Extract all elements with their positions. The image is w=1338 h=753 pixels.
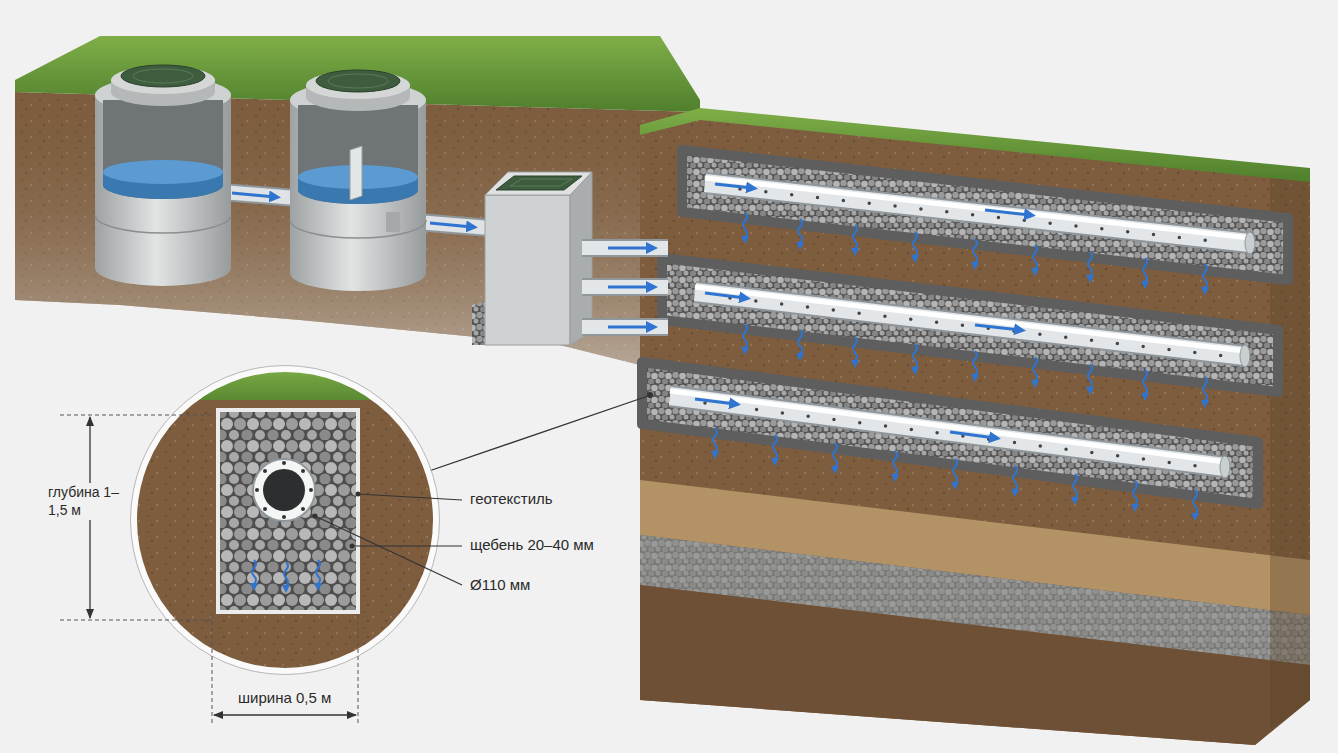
- callout-label: щебень 20–40 мм: [470, 536, 594, 555]
- dimension-label: ширина 0,5 м: [235, 689, 334, 708]
- callout-label: Ø110 мм: [470, 576, 530, 595]
- callout-label: геотекстиль: [470, 490, 553, 509]
- dimension-label: глубина 1–1,5 м: [46, 483, 126, 520]
